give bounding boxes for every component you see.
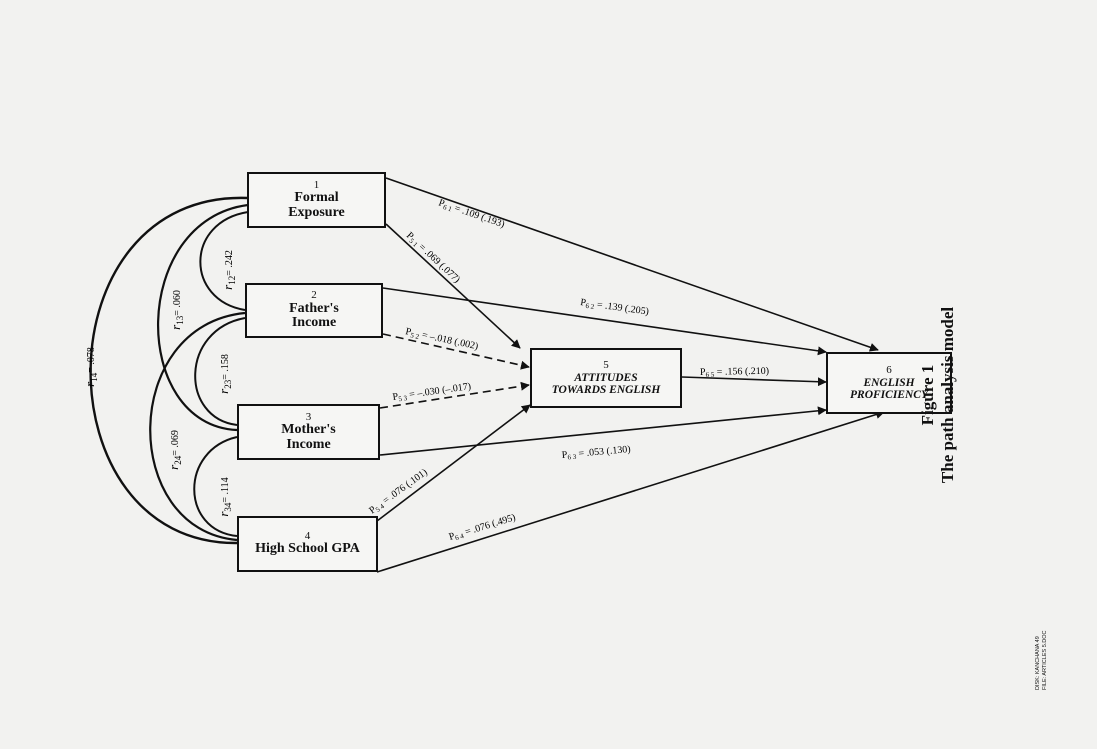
path-label-54: P5 4 = .076 (.101) xyxy=(367,467,430,517)
node-label: TOWARDS ENGLISH xyxy=(551,383,661,396)
figure-caption: Figure 1 The path analysis model xyxy=(918,307,978,483)
node-label: ENGLISH xyxy=(863,376,915,389)
node-fathers-income: 2 Father's Income xyxy=(245,283,383,338)
node-high-school-gpa: 4 High School GPA xyxy=(237,516,378,572)
path-arrow-54 xyxy=(376,404,531,522)
path-label-52: P5 2 = –.018 (.002) xyxy=(404,326,479,353)
node-english-proficiency: 6 ENGLISH PROFICIENCY xyxy=(826,352,952,414)
figure-subtitle: The path analysis model xyxy=(938,306,958,484)
path-arrow-63 xyxy=(379,406,827,456)
node-label: Formal xyxy=(294,190,339,206)
disk-file-note: DISK: KANCHANA 49 FILE: ARTICLES 5.DOC xyxy=(1035,590,1049,690)
node-label: Mother's xyxy=(281,422,336,438)
node-label: Income xyxy=(286,436,331,452)
node-formal-exposure: 1 Formal Exposure xyxy=(247,172,386,228)
node-label: PROFICIENCY xyxy=(850,388,928,401)
corr-label-13: r13= .060 xyxy=(168,290,185,330)
path-label-62: P6 2 = .139 (.205) xyxy=(579,297,649,319)
node-label: Exposure xyxy=(288,204,345,220)
node-number: 5 xyxy=(603,359,609,372)
node-label: Income xyxy=(291,315,337,331)
node-number: 2 xyxy=(311,289,317,302)
disk-line: DISK: KANCHANA 49 xyxy=(1034,636,1041,690)
corr-arc-23 xyxy=(194,317,246,426)
path-arrow-65 xyxy=(681,376,827,387)
node-mothers-income: 3 Mother's Income xyxy=(237,404,380,460)
node-number: 1 xyxy=(313,178,320,191)
node-attitudes-towards-english: 5 ATTITUDES TOWARDS ENGLISH xyxy=(530,348,682,408)
path-arrow-51 xyxy=(385,223,521,349)
node-number: 3 xyxy=(305,410,312,423)
path-arrow-64 xyxy=(376,410,885,573)
node-number: 6 xyxy=(886,364,892,377)
node-label: Father's xyxy=(289,300,339,316)
node-label: ATTITUDES xyxy=(574,371,638,384)
corr-arc-34 xyxy=(193,436,238,537)
path-arrow-61 xyxy=(385,177,879,352)
path-label-51: P5 1 = .069 (.077) xyxy=(403,230,462,286)
path-label-65: P6 5 = .156 (.210) xyxy=(700,366,769,379)
figure-title: Figure 1 xyxy=(918,364,937,426)
corr-label-34: r34= .114 xyxy=(216,477,233,516)
path-arrow-52 xyxy=(382,333,530,370)
file-line: FILE: ARTICLES 5.DOC xyxy=(1042,630,1048,690)
corr-arc-12 xyxy=(199,211,249,311)
corr-label-14: r14= .078 xyxy=(82,347,99,387)
node-label: High School GPA xyxy=(255,541,360,557)
path-arrow-62 xyxy=(382,287,827,356)
path-label-63: P6 3 = .053 (.130) xyxy=(561,444,631,462)
corr-label-23: r23= .158 xyxy=(216,354,233,394)
corr-arc-24 xyxy=(149,311,246,542)
corr-label-24: r24= .069 xyxy=(166,430,183,470)
path-label-61: P6 1 = .109 (.193) xyxy=(437,197,506,231)
corr-label-12: r12= .242 xyxy=(220,250,237,290)
node-number: 4 xyxy=(304,529,311,542)
corr-arc-14 xyxy=(89,196,249,545)
corr-arc-13 xyxy=(157,203,249,432)
